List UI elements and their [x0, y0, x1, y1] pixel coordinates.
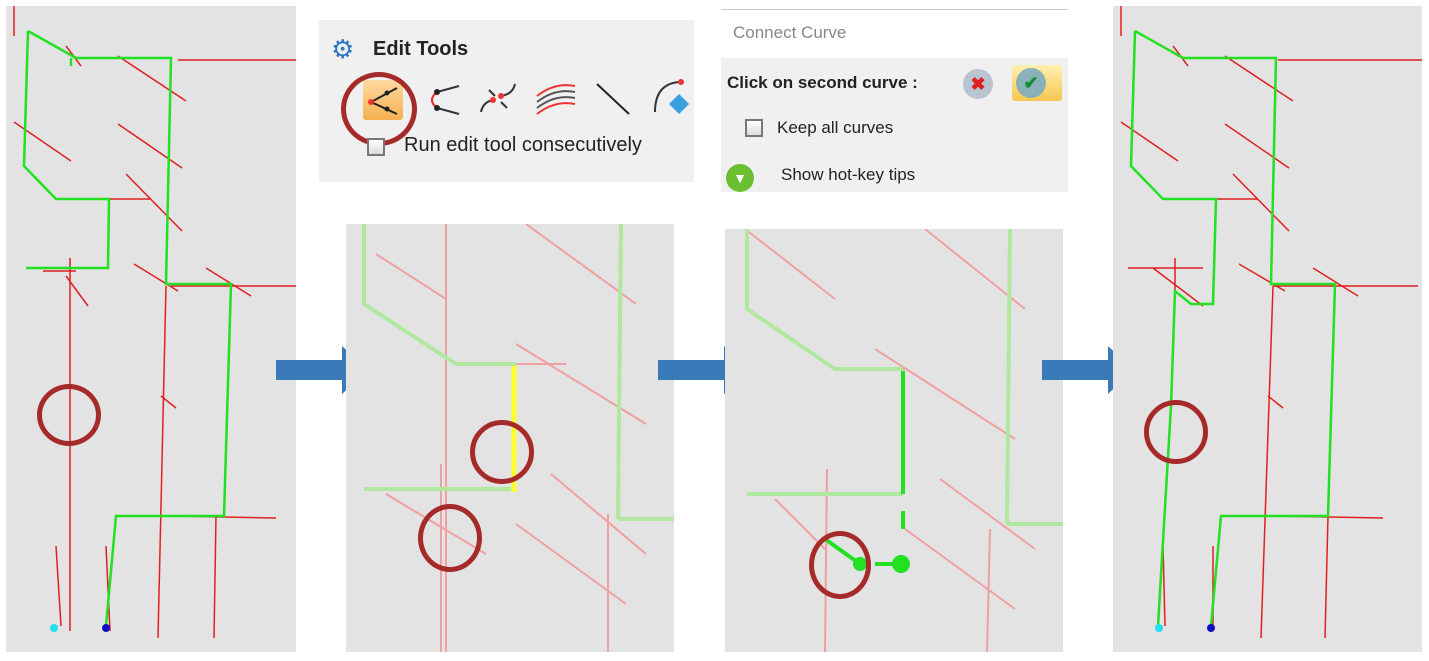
highlight-circle: [470, 420, 534, 484]
confirm-button[interactable]: ✔: [1012, 65, 1062, 101]
run-consecutively-checkbox[interactable]: [367, 138, 385, 156]
offset-curves-tool-button[interactable]: [535, 78, 577, 120]
highlight-circle: [809, 531, 871, 599]
run-consecutively-label: Run edit tool consecutively: [404, 134, 642, 156]
map-panel-zoom-select: [346, 224, 674, 652]
prompt-label: Click on second curve :: [727, 73, 918, 92]
move-arc-tool-button[interactable]: [649, 76, 694, 120]
fillet-tool-button[interactable]: [423, 78, 463, 120]
connect-curve-panel: Connect Curve Click on second curve : ✖ …: [721, 9, 1068, 192]
edit-tools-title: Edit Tools: [373, 38, 469, 60]
curve-network: [13, 6, 296, 639]
connect-curve-title: Connect Curve: [733, 23, 847, 42]
line-tool-button[interactable]: [593, 78, 633, 120]
edit-tools-panel: ⚙ Edit Tools Run edit tool consecutively: [319, 20, 694, 182]
curve-network: [744, 229, 1063, 652]
cancel-button[interactable]: ✖: [963, 69, 993, 99]
highlight-circle: [418, 504, 482, 572]
extend-curves-tool-button[interactable]: [477, 78, 519, 120]
check-icon: ✔: [1016, 68, 1046, 98]
gear-icon: ⚙: [331, 34, 355, 64]
map-panel-zoom-connected: [725, 229, 1063, 652]
expand-tips-icon[interactable]: ▼: [726, 164, 754, 192]
keep-all-curves-label: Keep all curves: [777, 118, 894, 137]
keep-all-curves-checkbox[interactable]: [745, 119, 763, 137]
arrow-right-icon: [276, 346, 368, 394]
map-panel-before: [6, 6, 296, 652]
curve-network: [1120, 6, 1422, 639]
hot-key-tips-label[interactable]: Show hot-key tips: [781, 165, 916, 184]
highlight-circle: [37, 384, 101, 446]
close-icon: ✖: [970, 74, 986, 94]
map-panel-after: [1113, 6, 1422, 652]
arrow-right-icon: [1042, 346, 1134, 394]
highlight-circle: [1144, 400, 1208, 464]
